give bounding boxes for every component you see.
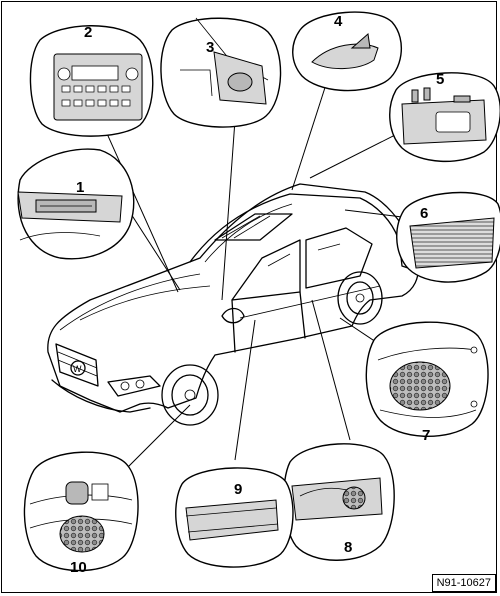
door-switch-icon: [65, 481, 89, 505]
callout-5: 5: [436, 71, 444, 88]
callout-4: 4: [334, 13, 343, 30]
rear-window-antenna-icon: [409, 217, 495, 269]
detail-bubble-5: [389, 72, 500, 162]
callout-6: 6: [420, 205, 428, 222]
detail-bubble-8: [283, 443, 395, 561]
tweeter-icon: [227, 72, 253, 92]
callout-labels: 1 2 3 4 5 6 7 8 9 10: [70, 13, 444, 576]
front-door-speaker-icon: [59, 515, 105, 553]
callout-8: 8: [344, 539, 352, 556]
callout-10: 10: [70, 559, 87, 576]
detail-bubble-4: [292, 11, 402, 92]
detail-bubble-6: [396, 191, 500, 283]
detail-bubble-3: [160, 17, 282, 128]
callout-9: 9: [234, 481, 242, 498]
car-illustration: W: [47, 183, 420, 426]
svg-text:W: W: [73, 364, 82, 374]
detail-bubble-10: [23, 451, 139, 572]
callout-1: 1: [76, 179, 84, 196]
rear-tweeter-icon: [342, 486, 366, 510]
detail-bubble-7: [365, 321, 489, 438]
detail-bubble-9: [175, 467, 294, 568]
callout-3: 3: [206, 39, 214, 56]
detail-bubble-1: [17, 148, 135, 260]
leader-lines: [94, 71, 411, 476]
callout-2: 2: [84, 24, 92, 41]
roof-antenna-icon: [311, 43, 379, 70]
callout-7: 7: [422, 427, 430, 444]
detail-bubble-2: [29, 25, 154, 137]
rear-door-speaker-icon: [389, 361, 451, 411]
reference-code: N91-10627: [431, 574, 496, 592]
